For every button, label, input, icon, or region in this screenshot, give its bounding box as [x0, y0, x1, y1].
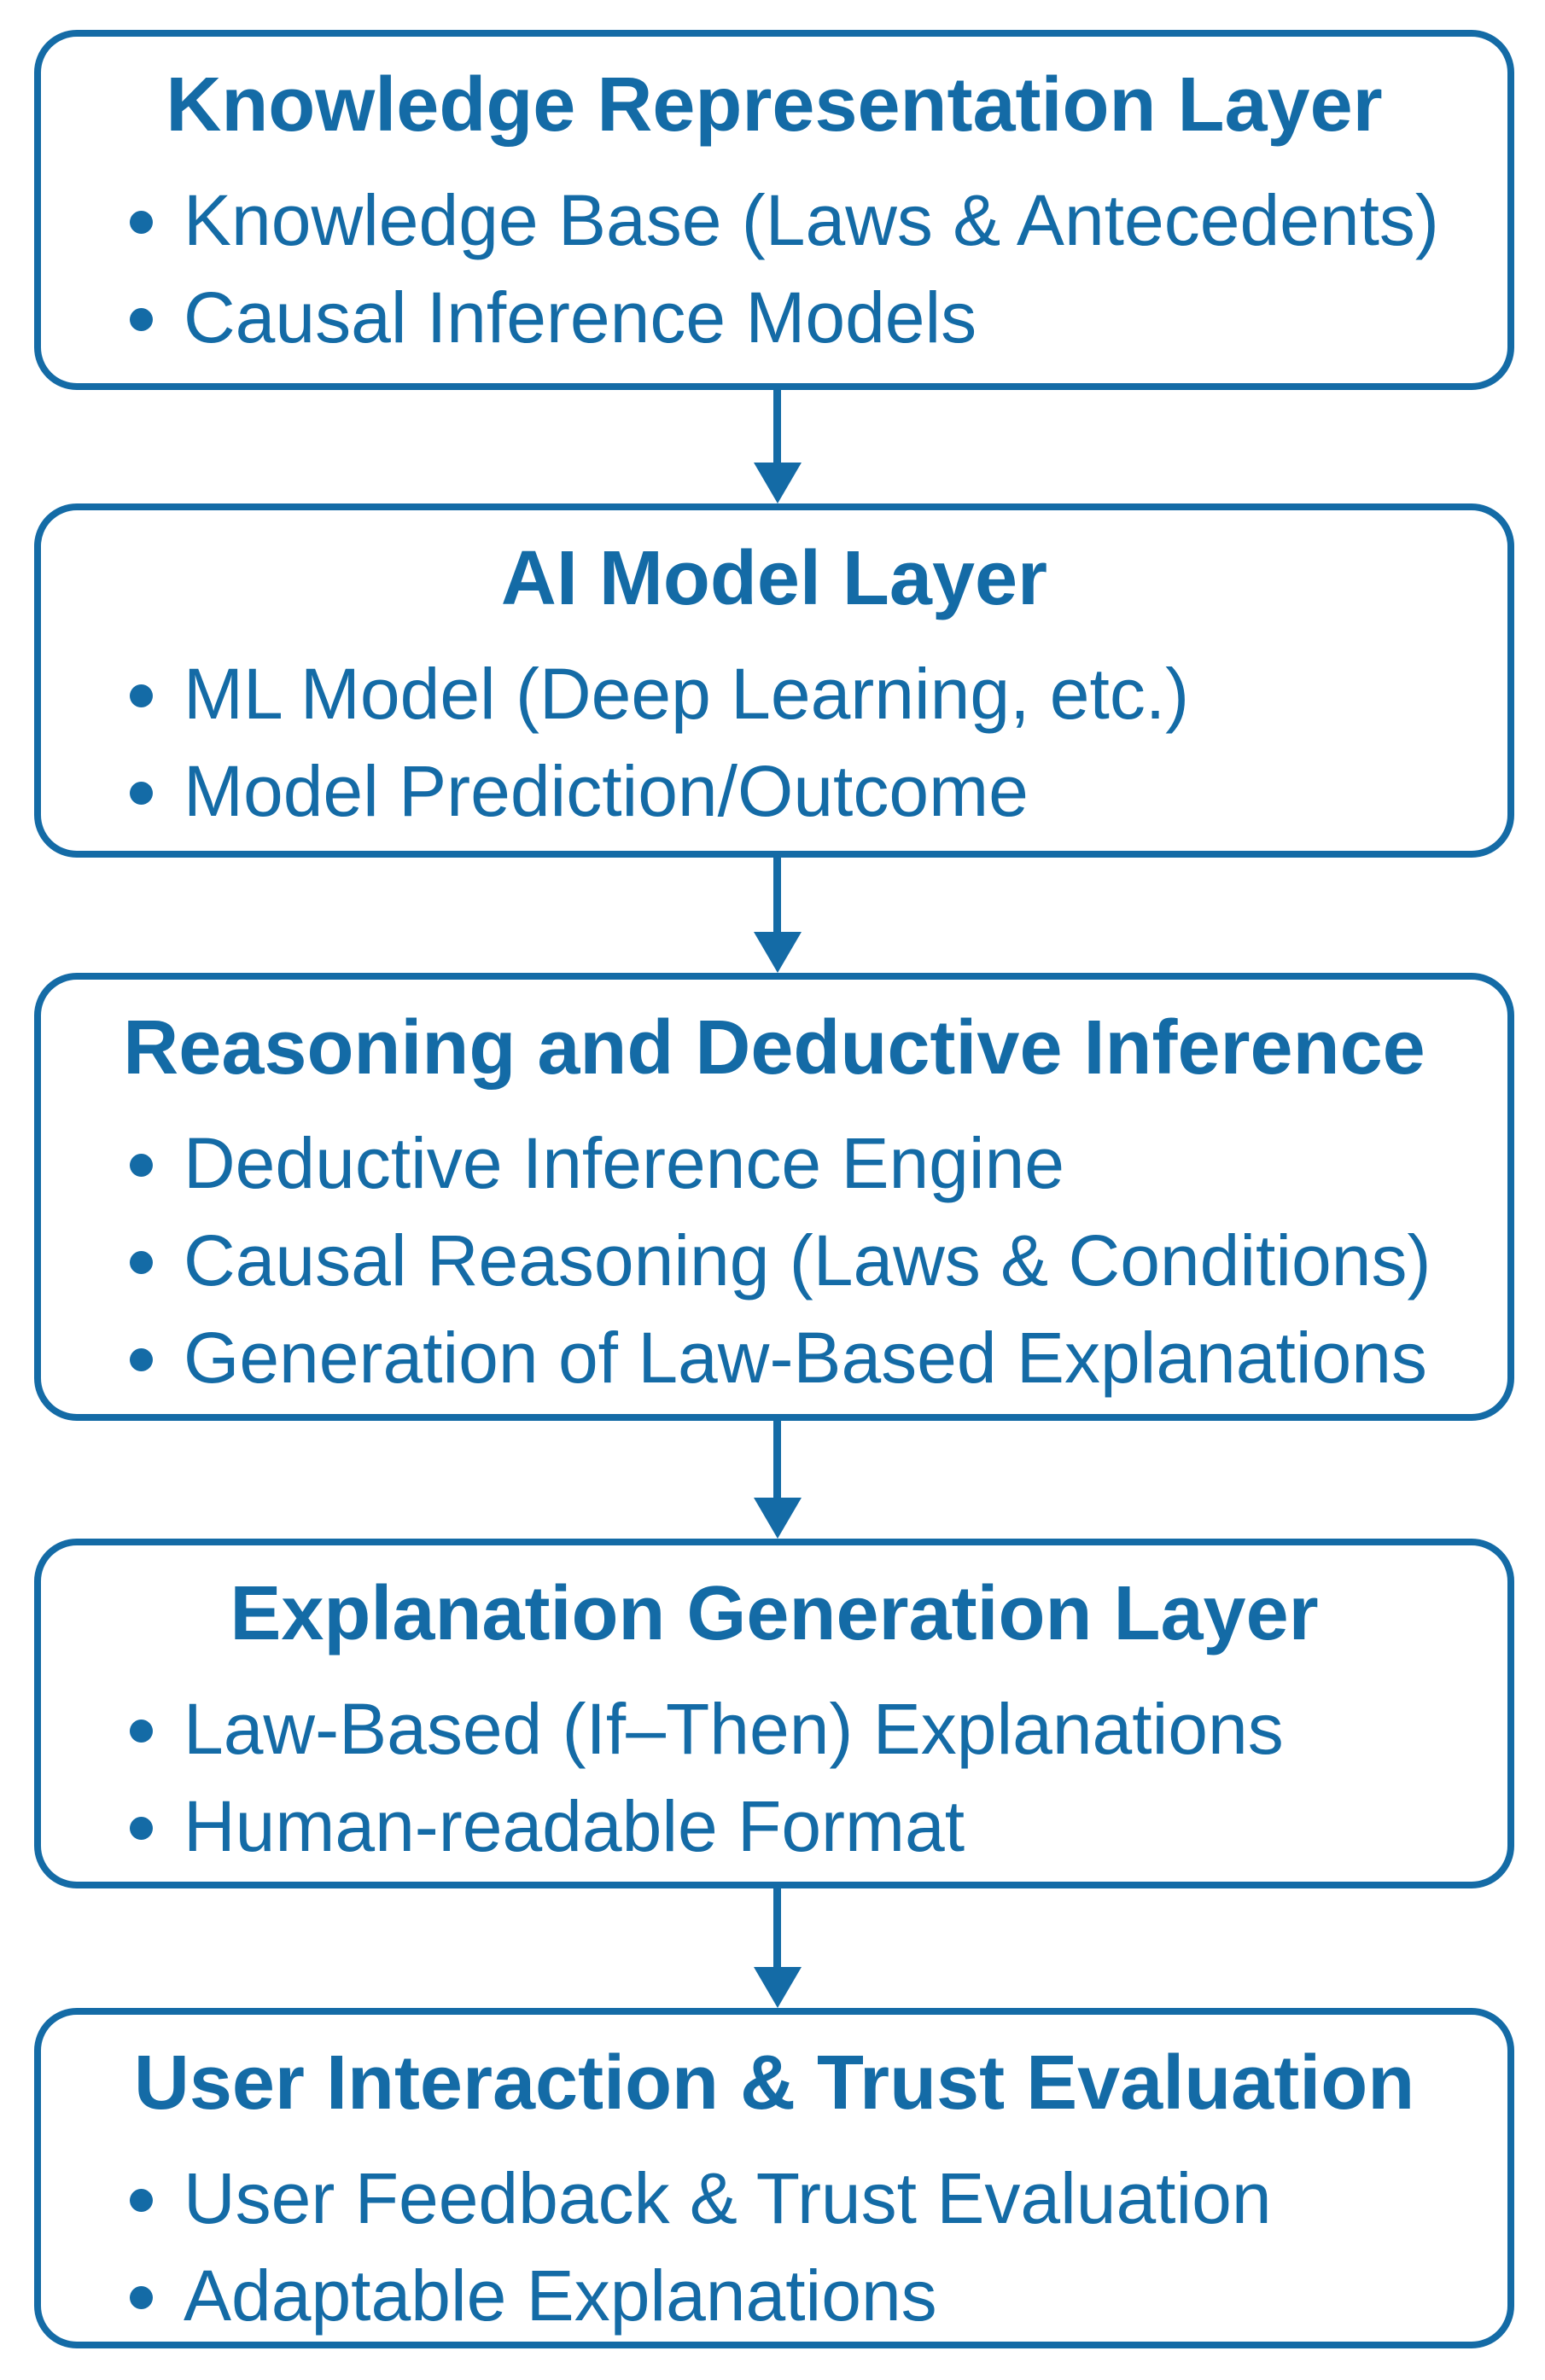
bullet-text: User Feedback & Trust Evaluation	[184, 2158, 1272, 2238]
bullet-text: Law-Based (If–Then) Explanations	[184, 1689, 1284, 1769]
bullet-list: Law-Based (If–Then) Explanations Human-r…	[84, 1693, 1465, 1862]
bullet-dot-icon	[130, 1250, 153, 1274]
layer-box-user-interaction-trust: User Interaction & Trust Evaluation User…	[34, 2008, 1514, 2348]
bullet-item: Deductive Inference Engine	[84, 1127, 1465, 1199]
flow-arrow-down-icon	[0, 858, 1545, 973]
box-title: User Interaction & Trust Evaluation	[133, 2040, 1415, 2126]
bullet-text: Adaptable Explanations	[184, 2255, 937, 2336]
bullet-dot-icon	[130, 781, 153, 805]
box-title: Reasoning and Deductive Inference	[123, 1005, 1425, 1091]
bullet-list: Deductive Inference Engine Causal Reason…	[84, 1127, 1465, 1394]
bullet-item: Causal Inference Models	[84, 282, 1465, 353]
flow-arrow-down-icon	[0, 390, 1545, 503]
box-title: Knowledge Representation Layer	[166, 62, 1383, 148]
layer-box-ai-model: AI Model Layer ML Model (Deep Learning, …	[34, 503, 1514, 858]
bullet-text: Deductive Inference Engine	[184, 1123, 1064, 1203]
layer-box-explanation-generation: Explanation Generation Layer Law-Based (…	[34, 1539, 1514, 1888]
bullet-dot-icon	[130, 1719, 153, 1743]
bullet-dot-icon	[130, 684, 153, 707]
bullet-text: Causal Inference Models	[184, 277, 977, 358]
arrow-head	[754, 463, 802, 503]
bullet-dot-icon	[130, 307, 153, 331]
flow-arrow-down-icon	[0, 1888, 1545, 2008]
bullet-dot-icon	[130, 1153, 153, 1177]
bullet-text: Model Prediction/Outcome	[184, 751, 1029, 831]
box-title: Explanation Generation Layer	[230, 1571, 1319, 1656]
bullet-dot-icon	[130, 2188, 153, 2212]
arrow-stem	[773, 858, 781, 940]
bullet-dot-icon	[130, 1347, 153, 1371]
bullet-text: ML Model (Deep Learning, etc.)	[184, 654, 1190, 734]
bullet-list: ML Model (Deep Learning, etc.) Model Pre…	[84, 658, 1465, 827]
bullet-item: Generation of Law-Based Explanations	[84, 1322, 1465, 1394]
box-title: AI Model Layer	[500, 536, 1048, 621]
bullet-text: Human-readable Format	[184, 1786, 965, 1866]
arrow-stem	[773, 390, 781, 471]
bullet-text: Knowledge Base (Laws & Antecedents)	[184, 180, 1439, 260]
bullet-dot-icon	[130, 210, 153, 234]
bullet-item: Human-readable Format	[84, 1790, 1465, 1862]
bullet-list: Knowledge Base (Laws & Antecedents) Caus…	[84, 184, 1465, 353]
bullet-item: ML Model (Deep Learning, etc.)	[84, 658, 1465, 730]
bullet-item: Knowledge Base (Laws & Antecedents)	[84, 184, 1465, 256]
layer-box-knowledge-representation: Knowledge Representation Layer Knowledge…	[34, 30, 1514, 390]
bullet-dot-icon	[130, 1816, 153, 1840]
bullet-item: User Feedback & Trust Evaluation	[84, 2162, 1465, 2234]
bullet-dot-icon	[130, 2285, 153, 2309]
layer-box-reasoning-deductive-inference: Reasoning and Deductive Inference Deduct…	[34, 973, 1514, 1421]
bullet-item: Adaptable Explanations	[84, 2260, 1465, 2331]
arrow-head	[754, 932, 802, 973]
bullet-text: Generation of Law-Based Explanations	[184, 1318, 1427, 1398]
arrow-head	[754, 1498, 802, 1539]
bullet-text: Causal Reasoning (Laws & Conditions)	[184, 1220, 1431, 1301]
bullet-list: User Feedback & Trust Evaluation Adaptab…	[84, 2162, 1465, 2331]
bullet-item: Model Prediction/Outcome	[84, 755, 1465, 827]
bullet-item: Law-Based (If–Then) Explanations	[84, 1693, 1465, 1765]
arrow-stem	[773, 1421, 781, 1506]
arrow-head	[754, 1967, 802, 2008]
bullet-item: Causal Reasoning (Laws & Conditions)	[84, 1225, 1465, 1296]
flow-arrow-down-icon	[0, 1421, 1545, 1539]
arrow-stem	[773, 1888, 781, 1976]
